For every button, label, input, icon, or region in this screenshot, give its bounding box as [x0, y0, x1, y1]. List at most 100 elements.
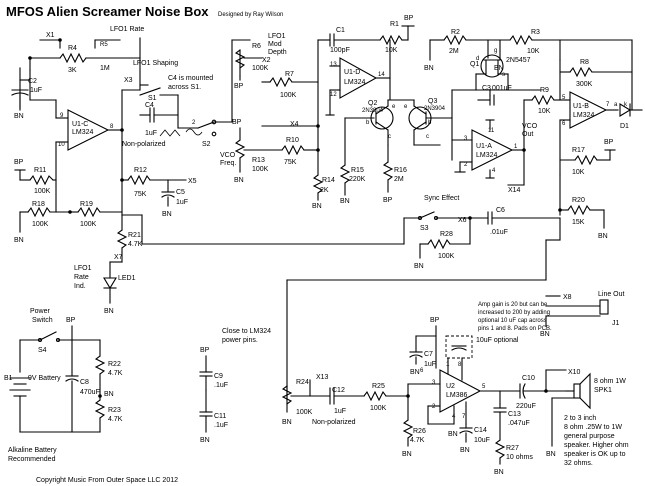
amp-note-line3: optional 10 uF cap across — [478, 318, 547, 324]
decoupling-section: Close to LM324 power pins. BP C9 .1uF C1… — [199, 328, 271, 444]
lfo1-rate-label: LFO1 Rate — [110, 26, 144, 33]
speaker-value: 8 ohm 1W — [594, 378, 626, 385]
q3-type: 2N3904 — [424, 106, 446, 112]
u2-type: LM386 — [446, 392, 468, 399]
c11-label: C11 — [214, 413, 226, 420]
c5-value: 1uF — [176, 199, 188, 206]
d1-label: D1 — [620, 123, 629, 130]
bn-c11: BN — [200, 437, 210, 444]
u1b-pin5: 5 — [562, 95, 566, 101]
sync-section: Sync Effect S3 X6 C6 .01uF R28 100K BN — [121, 195, 561, 270]
r15-label: R15 — [351, 167, 364, 174]
u1b-type: LM324 — [573, 112, 595, 119]
u2-label: U2 — [446, 383, 455, 390]
lm324-note-line1: Close to LM324 — [222, 328, 271, 335]
r23-value: 4.7K — [108, 416, 123, 423]
bn-c5: BN — [162, 211, 172, 218]
r20-label: R20 — [572, 197, 585, 204]
bn-r14: BN — [312, 203, 322, 210]
c14-value: 10uF — [474, 437, 490, 444]
r1-value: 10K — [385, 47, 398, 54]
r4-label: R4 — [68, 45, 77, 52]
net-x8: X8 — [563, 294, 572, 301]
q1-pin-s: s — [502, 72, 505, 78]
u1c-pin9: 9 — [60, 113, 64, 119]
non-polarized-label-1: Non-polarized — [122, 141, 166, 148]
speaker-note-line4: speaker. Higher ohm — [564, 442, 629, 449]
line-out-label: Line Out — [598, 291, 625, 298]
c6-label: C6 — [496, 207, 505, 214]
q2-pin-c: c — [388, 134, 391, 140]
r1-label: R1 — [390, 21, 399, 28]
u1b-opamp — [569, 91, 608, 129]
u1d-type: LM324 — [344, 79, 366, 86]
c10-label: C10 — [522, 375, 535, 382]
b1-label: B1 — [4, 375, 13, 382]
battery-note-line1: Alkaline Battery — [8, 447, 57, 454]
r9-value: 10K — [538, 108, 551, 115]
r16-value: 2M — [394, 176, 404, 183]
c7-value: 1uF — [424, 361, 436, 368]
lfo1-rate-ind-line3: Ind. — [74, 283, 86, 290]
lm324-note-line2: power pins. — [222, 337, 258, 344]
bp-r16: BP — [383, 197, 393, 204]
r26-label: R26 — [413, 428, 426, 435]
q1-pin-g: g — [494, 48, 497, 54]
u1c-pin8: 8 — [110, 124, 114, 130]
transistors-section: Q2 2N3904 b c e R15 220K BN R16 2M BP Q3… — [339, 98, 453, 205]
lfo1-section: X1 R4 3K LFO1 Rate R5 1M C2 1uF BN U1-C … — [11, 26, 197, 315]
r3-label: R3 — [531, 29, 540, 36]
c3-value: .001uF — [490, 85, 512, 92]
c12-label: C12 — [332, 387, 345, 394]
optional-cap-label: 10uF optional — [476, 337, 519, 344]
u1a-pin3: 3 — [464, 136, 468, 142]
c9-label: C9 — [214, 373, 223, 380]
battery-note-line2: Recommended — [8, 456, 56, 463]
r11-value: 100K — [34, 188, 51, 195]
r2-label: R2 — [451, 29, 460, 36]
bp-c9: BP — [200, 347, 210, 354]
bn-r26: BN — [402, 451, 412, 458]
vco-freq-section: BP VCO Freq. R13 100K BN X4 R10 75K R14 … — [220, 81, 335, 210]
u1a-pin2: 2 — [464, 162, 468, 168]
copyright-text: Copyright Music From Outer Space LLC 201… — [36, 477, 178, 484]
u1b-pin6: 6 — [562, 121, 566, 127]
c11-value: .1uF — [214, 422, 228, 429]
u1b-label: U1-B — [573, 103, 589, 110]
u1c-pin10: 10 — [58, 142, 65, 148]
lfo1-shaping-section: LFO1 Shaping C4 is mounted across S1. X3… — [122, 60, 233, 148]
q2-type: 2N3904 — [362, 108, 384, 114]
u1c-opamp — [67, 109, 110, 151]
c4-note-line1: C4 is mounted — [168, 75, 213, 82]
u2-pin5: 5 — [482, 384, 486, 390]
u1a-pin1: 1 — [514, 144, 518, 150]
r21-value: 4.7K — [128, 241, 143, 248]
u1a-pin4: 4 — [492, 168, 496, 174]
bp-r11: BP — [14, 159, 24, 166]
q1-jfet — [480, 54, 504, 78]
r15-value: 220K — [349, 176, 366, 183]
r7-label: R7 — [285, 71, 294, 78]
r5-value: 1M — [100, 65, 110, 72]
bn-u2: BN — [448, 431, 458, 438]
u1d-pin12: 12 — [330, 92, 337, 98]
q2-pin-b: b — [366, 120, 370, 126]
c12-value: 1uF — [334, 408, 346, 415]
r10-value: 75K — [284, 159, 297, 166]
vco-freq-line2: Freq. — [220, 160, 236, 167]
r19-value: 100K — [80, 221, 97, 228]
amp-note-line1: Amp gain is 20 but can be — [478, 302, 548, 308]
q3-pin-b: b — [428, 120, 432, 126]
u1a-type: LM324 — [476, 152, 498, 159]
net-x4: X4 — [290, 121, 299, 128]
speaker-note-line3: general purpose — [564, 433, 615, 440]
r8-value: 300K — [576, 81, 593, 88]
net-x7: X7 — [114, 254, 123, 261]
q1-label: Q1 — [470, 61, 479, 68]
c4-value: 1uF — [145, 130, 157, 137]
mod-depth-line2: Mod — [268, 41, 282, 48]
bn-speaker: BN — [546, 451, 556, 458]
r14-value: 2K — [320, 187, 329, 194]
